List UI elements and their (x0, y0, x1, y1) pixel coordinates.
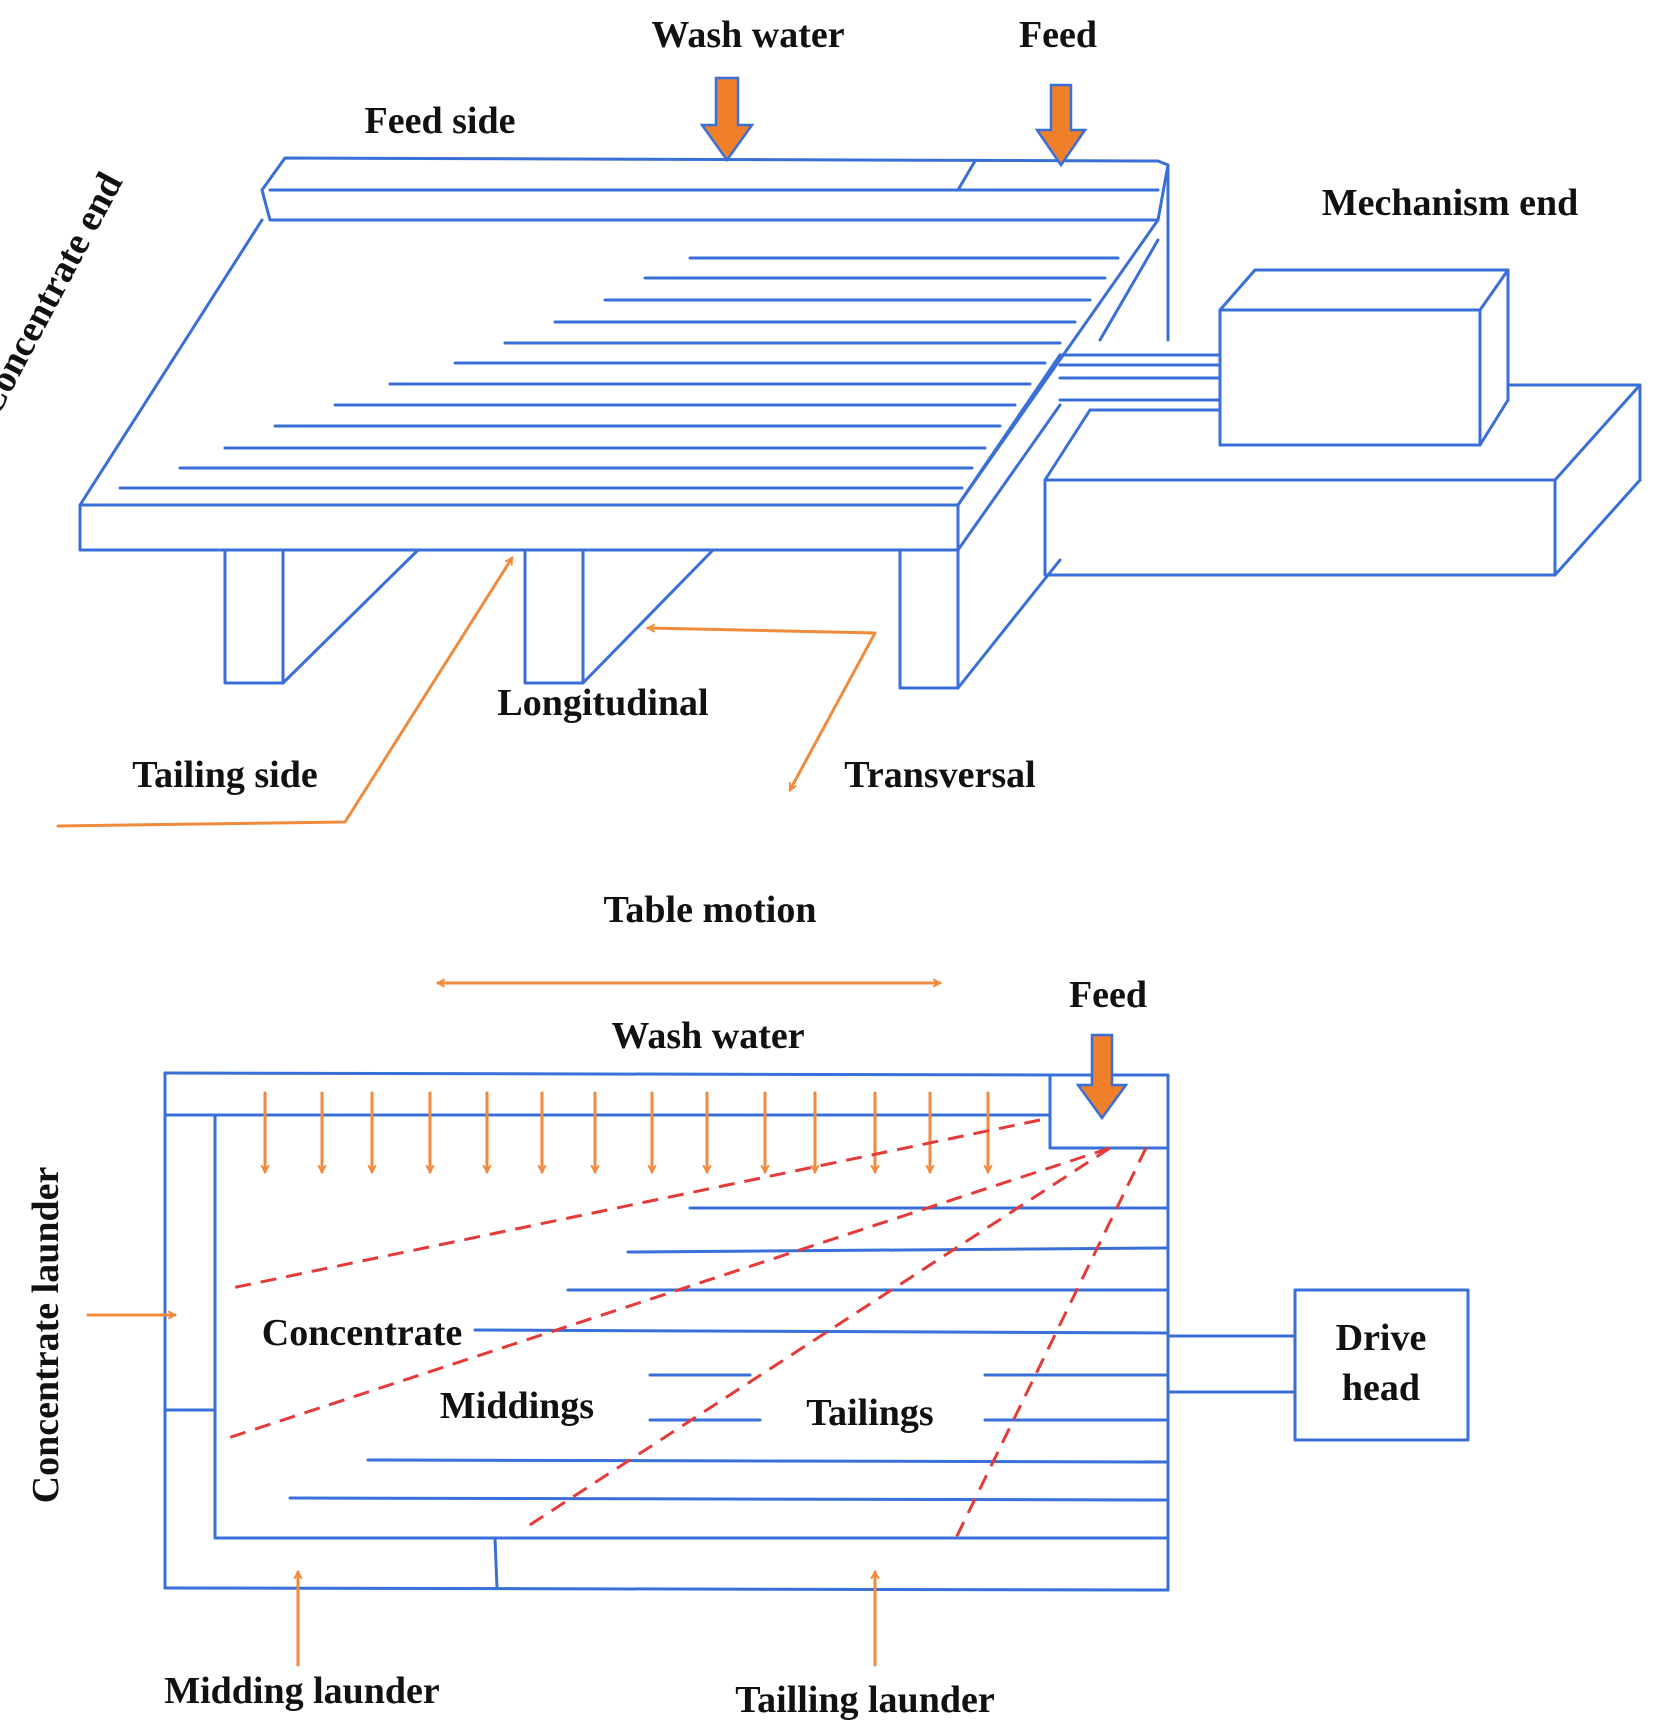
midding-launder-label: Midding launder (164, 1670, 440, 1712)
table-outline (163, 1071, 1170, 1592)
concentrate-end-label: Concentrate end (0, 166, 131, 423)
drive-head: Drive head (1166, 1288, 1470, 1442)
middings-zone-label: Middings (440, 1385, 594, 1427)
feed-label: Feed (1019, 14, 1097, 56)
tailling-launder-label: Tailling launder (735, 1679, 995, 1721)
drive-head-label-line1: Drive (1336, 1317, 1427, 1359)
wash-water-arrow (699, 76, 755, 163)
motion-direction-arrows (648, 628, 877, 790)
plan-view: Table motion Feed Wash water (25, 889, 1470, 1721)
tailing-side-label: Tailing side (132, 754, 318, 796)
wash-water-drops (265, 1091, 988, 1174)
drive-head-label-line2: head (1342, 1367, 1420, 1409)
feed-arrow (1034, 83, 1088, 168)
launder-pointers (86, 1315, 875, 1667)
isometric-table-view: Wash water Feed Feed side Concentrate en… (0, 14, 1642, 828)
longitudinal-label: Longitudinal (497, 682, 708, 724)
separation-zone-lines (221, 1118, 1148, 1541)
mechanism-end-label: Mechanism end (1322, 182, 1579, 224)
wash-water-label-plan: Wash water (611, 1015, 804, 1057)
table-motion-label: Table motion (604, 889, 817, 931)
tailings-zone-label: Tailings (806, 1392, 933, 1434)
transversal-label: Transversal (844, 754, 1035, 796)
feed-label-plan: Feed (1069, 974, 1147, 1016)
concentrate-launder-label: Concentrate launder (25, 1167, 67, 1504)
wash-water-label: Wash water (651, 14, 844, 56)
riffles (118, 256, 1120, 490)
tailing-side-pointer (56, 558, 514, 828)
feed-side-label: Feed side (365, 100, 516, 142)
riffles-plan (288, 1206, 1170, 1502)
table-deck (78, 156, 1170, 552)
feed-arrow-plan (1075, 1033, 1129, 1121)
concentrate-zone-label: Concentrate (262, 1312, 462, 1354)
mechanism (1043, 268, 1642, 577)
table-legs (223, 548, 1062, 690)
